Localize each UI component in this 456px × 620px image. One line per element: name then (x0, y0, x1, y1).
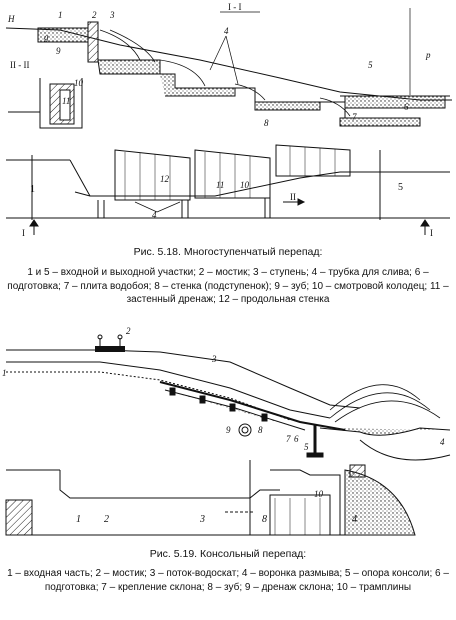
section-ii-label: II - II (10, 60, 30, 70)
callout-11: 11 (62, 96, 70, 106)
callout-12: 12 (160, 174, 170, 184)
figure-518-caption: Рис. 5.18. Многоступенчатый перепад: (133, 246, 323, 258)
fig518-callouts: Н 1 2 3 4 5 6 7 8 9 10 11 12 р g I - I I… (7, 2, 433, 238)
fig519-callouts: 1 2 3 4 5 6 7 8 9 10 1 2 3 8 4 (2, 326, 445, 525)
plan-zone-8: 8 (262, 514, 267, 525)
callout-2: 2 (92, 10, 97, 20)
callout-3: 3 (211, 354, 217, 364)
callout-5: 5 (368, 60, 373, 70)
callout-3: 3 (109, 10, 115, 20)
callout-g: g (44, 32, 49, 42)
callout-1: 1 (58, 10, 63, 20)
cut-left-label: I (22, 228, 25, 238)
plan-zone-3: 3 (199, 514, 205, 525)
callout-10: 10 (74, 78, 84, 88)
callout-7: 7 (286, 434, 291, 444)
callout-7: 7 (352, 112, 357, 122)
fig519-plan (5, 460, 416, 536)
callout-6: 6 (404, 102, 409, 112)
callout-10-plan: 10 (240, 180, 250, 190)
figure-518-legend: 1 и 5 – входной и выходной участки; 2 – … (7, 267, 449, 305)
callout-4-plan: 4 (152, 210, 157, 220)
fig518-plan (6, 144, 450, 235)
callout-4: 4 (224, 26, 229, 36)
callout-H: Н (7, 14, 15, 24)
callout-9: 9 (56, 46, 61, 56)
callout-2: 2 (126, 326, 131, 336)
plan-zone-4: 4 (352, 514, 357, 525)
plan-zone-1: 1 (30, 184, 35, 195)
callout-p: р (425, 50, 431, 60)
fig519-section (6, 334, 451, 461)
callout-8: 8 (264, 118, 269, 128)
cut-right-label: I (430, 228, 433, 238)
cut-mid-label: II (290, 192, 296, 202)
callout-6: 6 (294, 434, 299, 444)
callout-10: 10 (314, 489, 324, 499)
section-i-label: I - I (228, 2, 242, 12)
plan-zone-1: 1 (76, 514, 81, 525)
callout-1: 1 (2, 368, 7, 378)
plan-zone-5: 5 (398, 182, 403, 193)
fig518-section (5, 8, 452, 127)
callout-9: 9 (226, 425, 231, 435)
callout-4: 4 (440, 437, 445, 447)
callout-11-plan: 11 (216, 180, 224, 190)
callout-8: 8 (258, 425, 263, 435)
fig518-section-ii (8, 78, 83, 129)
plan-zone-2: 2 (104, 514, 109, 525)
figure-519-legend: 1 – входная часть; 2 – мостик; 3 – поток… (7, 568, 449, 593)
figure-519-caption: Рис. 5.19. Консольный перепад: (149, 548, 307, 560)
callout-5: 5 (304, 442, 309, 452)
